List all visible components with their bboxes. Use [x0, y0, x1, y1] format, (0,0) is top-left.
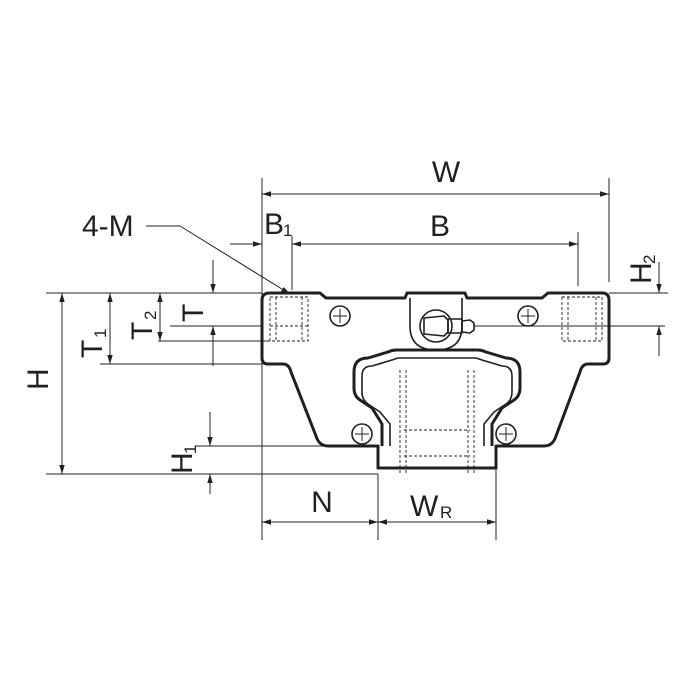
label-t1-sub: 1 — [91, 329, 110, 338]
extension-lines — [46, 178, 668, 540]
dimension-t1: T 1 — [76, 293, 113, 364]
screw-icon-top-right — [517, 305, 539, 327]
dimension-wr: W R — [378, 490, 496, 525]
label-4-m: 4-M — [82, 210, 134, 243]
label-w: W — [432, 156, 461, 189]
label-h: H — [22, 368, 55, 390]
label-h2: H — [625, 262, 658, 284]
dimension-t2: T 2 — [126, 293, 163, 341]
screw-icon-bottom-right — [495, 423, 517, 445]
screw-icon-bottom-left — [351, 423, 373, 445]
label-h1-sub: 1 — [181, 445, 200, 454]
leader-4-m: 4-M — [82, 210, 291, 295]
grease-nipple-icon — [409, 298, 665, 351]
dimension-t: T — [170, 260, 262, 366]
label-t2: T — [126, 322, 159, 340]
label-h2-sub: 2 — [640, 255, 659, 264]
carriage-block — [260, 291, 611, 470]
dimension-h2: H 2 — [625, 255, 662, 356]
label-wr-sub: R — [440, 503, 452, 522]
mounting-hole-right — [561, 296, 603, 342]
dimension-n: N — [262, 486, 378, 525]
screw-icon-top-left — [329, 305, 351, 327]
label-b1-sub: 1 — [283, 221, 292, 240]
dimension-h1: H 1 — [166, 412, 213, 494]
dimension-w: W — [262, 156, 609, 197]
label-t1: T — [76, 340, 109, 358]
mounting-hole-left — [269, 296, 309, 342]
dimension-b: B — [292, 210, 578, 247]
label-b1: B — [264, 208, 284, 241]
dimension-b1: B 1 — [230, 208, 292, 247]
label-t: T — [177, 304, 210, 322]
label-h1: H — [166, 452, 199, 474]
dimension-h: H — [22, 293, 65, 474]
label-n: N — [311, 486, 333, 519]
label-b: B — [430, 210, 450, 243]
label-t2-sub: 2 — [141, 311, 160, 320]
label-wr: W — [410, 490, 439, 523]
